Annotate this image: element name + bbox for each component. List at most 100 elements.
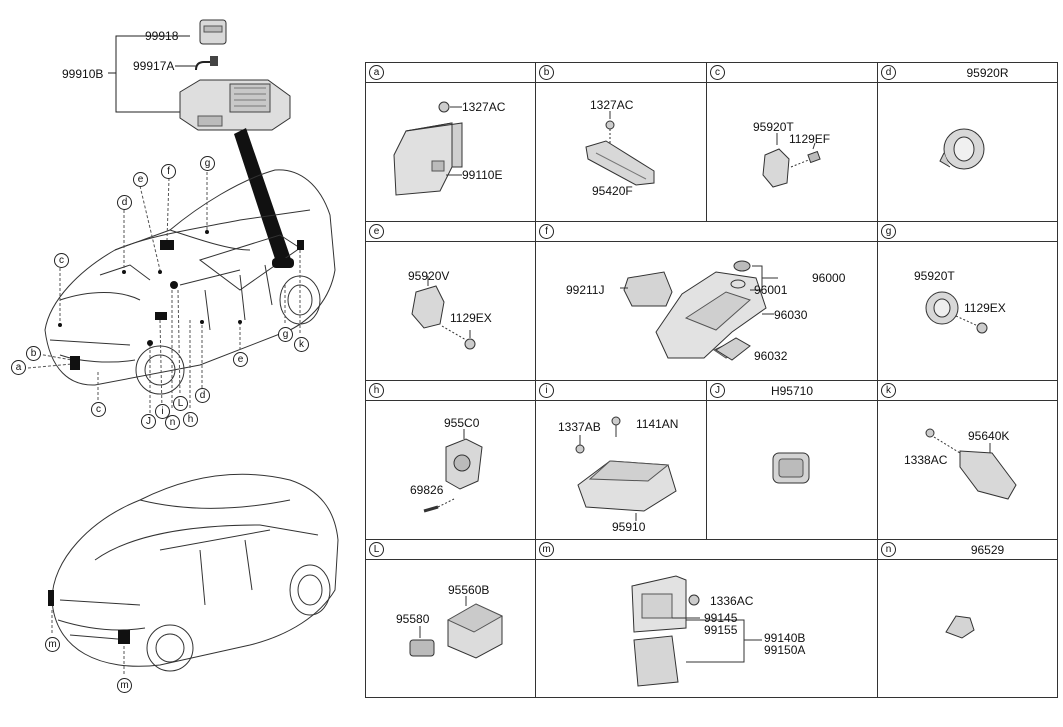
part-label-95920V: 95920V bbox=[408, 269, 450, 283]
part-label-99110E: 99110E bbox=[462, 168, 503, 182]
part-label-95910: 95910 bbox=[612, 520, 646, 534]
part-label-99918: 99918 bbox=[145, 29, 179, 43]
cell-h[interactable]: h 955C0 69826 bbox=[365, 380, 536, 540]
cell-L[interactable]: L 95560B 95580 bbox=[365, 539, 536, 698]
callout-i[interactable]: i bbox=[155, 404, 170, 419]
part-label-95640K: 95640K bbox=[968, 429, 1010, 443]
part-label-1129EF: 1129EF bbox=[789, 132, 831, 146]
cell-letter: k bbox=[881, 383, 896, 398]
group-label-99910B: 99910B bbox=[62, 67, 104, 81]
cell-letter: e bbox=[369, 224, 384, 239]
part-icon-sensor-bolt bbox=[762, 133, 821, 188]
cell-n[interactable]: n 96529 bbox=[877, 539, 1058, 698]
part-label-99211J: 99211J bbox=[566, 283, 605, 297]
cell-i[interactable]: i 1337AB 1141AN 95910 bbox=[535, 380, 707, 540]
cell-part-code-96529: 96529 bbox=[970, 543, 1005, 557]
part-label-1141AN: 1141AN bbox=[636, 417, 679, 431]
cell-d[interactable]: d 95920R bbox=[877, 62, 1058, 222]
part-label-1337AB: 1337AB bbox=[558, 420, 601, 434]
top-module-drawing bbox=[179, 19, 291, 131]
pointer-wedge bbox=[234, 128, 292, 262]
cell-letter: g bbox=[881, 224, 896, 239]
cell-letter: c bbox=[710, 65, 725, 80]
cell-part-code-95920R: 95920R bbox=[966, 66, 1009, 80]
part-label-1327AC: 1327AC bbox=[462, 100, 506, 114]
part-icon-radar-module bbox=[925, 428, 1017, 500]
callout-g-top[interactable]: g bbox=[200, 156, 215, 171]
part-label-95580: 95580 bbox=[396, 612, 430, 626]
cell-letter: m bbox=[539, 542, 554, 557]
cell-g[interactable]: g 95920T 1129EX bbox=[877, 221, 1058, 381]
cell-b[interactable]: b 1327AC 95420F bbox=[535, 62, 707, 222]
part-label-955C0: 955C0 bbox=[444, 416, 480, 430]
part-label-69826: 69826 bbox=[410, 483, 444, 497]
callout-m-bottom[interactable]: m bbox=[117, 678, 132, 693]
cell-letter: h bbox=[369, 383, 384, 398]
part-icon-small-sensor bbox=[945, 615, 975, 639]
part-label-1129EX: 1129EX bbox=[964, 301, 1006, 315]
cell-letter: J bbox=[710, 383, 725, 398]
cell-c[interactable]: c 95920T 1129EF bbox=[706, 62, 878, 222]
part-label-99140B: 99140B bbox=[764, 631, 806, 645]
callout-L[interactable]: L bbox=[173, 396, 188, 411]
part-label-99917A: 99917A bbox=[133, 59, 175, 73]
callout-J[interactable]: J bbox=[141, 414, 156, 429]
callout-f[interactable]: f bbox=[161, 164, 176, 179]
cell-k[interactable]: k 95640K 1338AC bbox=[877, 380, 1058, 540]
callout-e-bottom[interactable]: e bbox=[233, 352, 248, 367]
callout-d-bottom[interactable]: d bbox=[195, 388, 210, 403]
cell-letter: a bbox=[369, 65, 384, 80]
callout-c-bottom[interactable]: c bbox=[91, 402, 106, 417]
rear-view-car-drawing bbox=[48, 473, 339, 676]
part-label-96001: 96001 bbox=[754, 283, 788, 297]
cell-letter: L bbox=[369, 542, 384, 557]
part-label-95920T: 95920T bbox=[753, 120, 794, 134]
cell-a[interactable]: a 1327AC 99110E bbox=[365, 62, 536, 222]
part-label-95560B: 95560B bbox=[448, 583, 490, 597]
callout-g-bottom[interactable]: g bbox=[278, 327, 293, 342]
parts-grid: a 1327AC 99110E b 1327AC 95420F c bbox=[365, 62, 1058, 698]
callout-k[interactable]: k bbox=[294, 337, 309, 352]
callout-d-top[interactable]: d bbox=[117, 195, 132, 210]
part-icon-sensor-bolt bbox=[411, 276, 476, 350]
cell-part-code-H95710: H95710 bbox=[770, 384, 814, 398]
part-label-1327AC: 1327AC bbox=[590, 98, 634, 112]
callout-c-top[interactable]: c bbox=[54, 253, 69, 268]
part-icon-airbag-module bbox=[575, 416, 677, 521]
cell-letter: i bbox=[539, 383, 554, 398]
callout-b[interactable]: b bbox=[26, 346, 41, 361]
cell-letter: b bbox=[539, 65, 554, 80]
cell-J[interactable]: J H95710 bbox=[706, 380, 878, 540]
part-label-99145: 99145 bbox=[704, 611, 738, 625]
front-view-car-drawing bbox=[27, 169, 336, 415]
part-icon-round-sensor bbox=[939, 128, 985, 170]
callout-a[interactable]: a bbox=[11, 360, 26, 375]
part-icon-radar-bracket bbox=[631, 575, 762, 687]
part-label-99150A: 99150A bbox=[764, 643, 806, 657]
part-label-96000: 96000 bbox=[812, 271, 846, 285]
part-label-95420F: 95420F bbox=[592, 184, 633, 198]
callout-m-left[interactable]: m bbox=[45, 637, 60, 652]
cell-m[interactable]: m 1336AC 99145 99155 99140B 99150A bbox=[535, 539, 878, 698]
part-label-1338AC: 1338AC bbox=[904, 453, 948, 467]
part-label-1129EX: 1129EX bbox=[450, 311, 492, 325]
part-label-96032: 96032 bbox=[754, 349, 788, 363]
top-module-leader-lines bbox=[108, 35, 196, 113]
callout-e-top[interactable]: e bbox=[133, 172, 148, 187]
part-label-96030: 96030 bbox=[774, 308, 808, 322]
part-icon-radar-unit bbox=[409, 596, 504, 659]
cell-letter: f bbox=[539, 224, 554, 239]
part-icon-bracket-sensor bbox=[585, 111, 655, 186]
cell-f[interactable]: f 99211J 96001 96000 96030 96032 bbox=[535, 221, 878, 381]
callout-n[interactable]: n bbox=[165, 415, 180, 430]
part-icon-sensor-screw bbox=[423, 429, 483, 513]
part-label-99155: 99155 bbox=[704, 623, 738, 637]
callout-h[interactable]: h bbox=[183, 412, 198, 427]
cell-letter: n bbox=[881, 542, 896, 557]
part-icon-round-sensor-bolt bbox=[925, 291, 988, 334]
part-label-1336AC: 1336AC bbox=[710, 594, 754, 608]
cell-e[interactable]: e 95920V 1129EX bbox=[365, 221, 536, 381]
part-icon-control-unit bbox=[393, 101, 463, 196]
cell-letter: d bbox=[881, 65, 896, 80]
part-icon-overhead-console bbox=[620, 260, 778, 361]
